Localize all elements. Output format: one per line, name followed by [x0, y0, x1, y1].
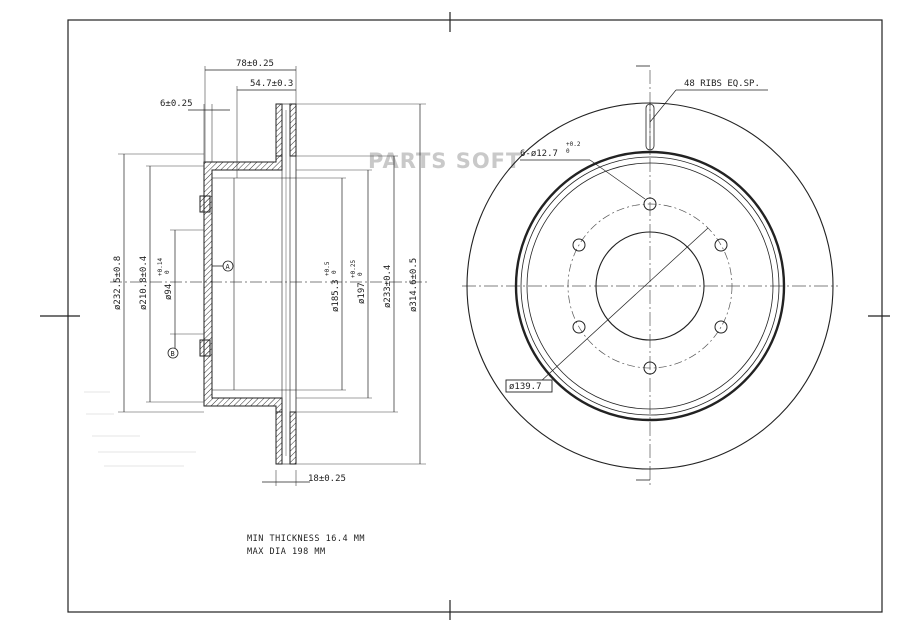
hat-section: [199, 155, 297, 413]
dia-94-dim: ø94: [164, 284, 174, 300]
disc-outer-edge: [466, 102, 834, 470]
front-view: [462, 65, 838, 486]
hub-offset-dim: 54.7±0.3: [250, 79, 293, 89]
dia-233-dim: ø233±0.4: [383, 265, 393, 308]
friction-ring-inner: [514, 150, 786, 422]
ribs-note: 48 RIBS EQ.SP.: [684, 79, 760, 89]
min-thickness-note: MIN THICKNESS 16.4 MM: [247, 534, 365, 544]
dia-197-tol: +0.25: [350, 260, 357, 278]
datum-a-label: A: [226, 263, 231, 271]
dia-185-dim: ø185.3: [331, 279, 341, 312]
holes-tol-lo: 0: [566, 148, 570, 155]
friction-ring-section: [275, 103, 297, 465]
bolt-circle: [567, 203, 733, 369]
drawing-frame: [40, 12, 890, 620]
side-section-view: A B 78±0.25 54.7±0.3 6±0.25 18±0.25 ø232…: [110, 59, 430, 486]
dia-197-tol-lo: 0: [357, 272, 364, 276]
datum-b-marker: [167, 334, 179, 359]
dia-185-tol-lo: 0: [331, 270, 338, 274]
dia-185-tol: +0.5: [324, 261, 331, 276]
dia-94-tol: +0.14: [157, 258, 164, 276]
rotor-thickness-dim: 18±0.25: [308, 474, 346, 484]
dia-210-dim: ø210.8±0.4: [139, 256, 149, 310]
hat-thickness-dim: 6±0.25: [160, 99, 193, 109]
datum-b-label: B: [171, 350, 175, 358]
datum-a-marker: [212, 260, 234, 272]
dia-314-dim: ø314.6±0.5: [409, 258, 419, 312]
center-bore: [595, 231, 705, 341]
scan-noise: [84, 391, 196, 467]
bolt-holes: [572, 197, 728, 375]
holes-note: 6-ø12.7: [520, 149, 558, 159]
watermark-text: PARTS SOFT: [368, 149, 521, 173]
dia-197-dim: ø197: [357, 282, 367, 304]
dia-232-dim: ø232.5±0.8: [113, 256, 123, 310]
holes-tol: +0.2: [566, 141, 581, 148]
dia-94-tol-lo: 0: [164, 270, 171, 274]
max-dia-note: MAX DIA 198 MM: [247, 547, 326, 557]
pcd-dim: ø139.7: [509, 382, 542, 392]
overall-width-dim: 78±0.25: [236, 59, 274, 69]
